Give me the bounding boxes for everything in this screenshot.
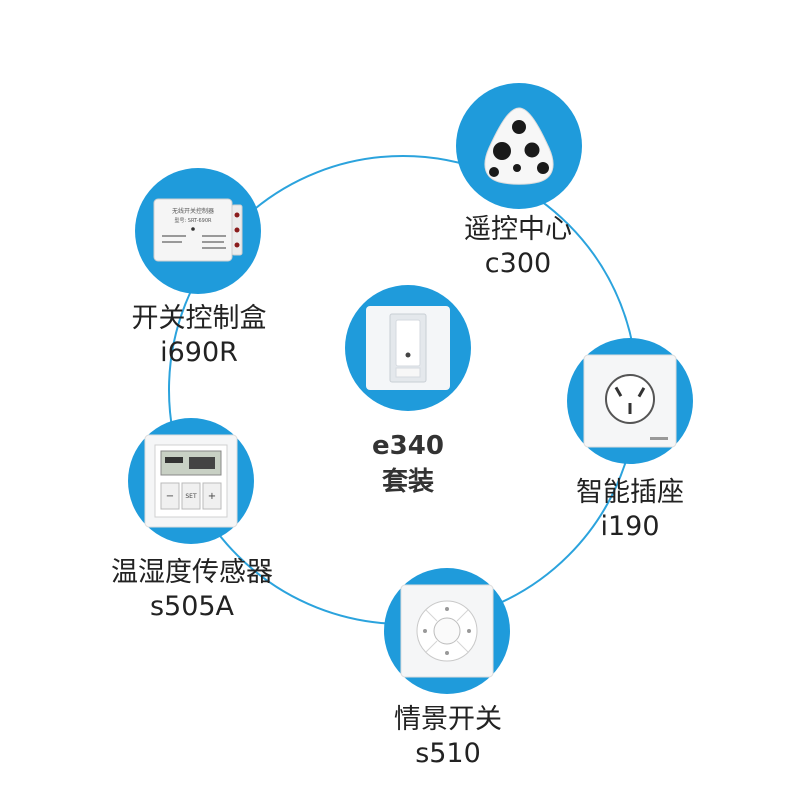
center-title: e340 — [372, 431, 444, 461]
device-name: 情景开关 — [394, 704, 502, 735]
caption-i690R: 开关控制盒 i690R — [132, 302, 267, 370]
caption-i190: 智能插座 i190 — [576, 476, 684, 544]
device-node-i690R: 无线开关控制器 型号: SRT-690R — [135, 168, 261, 294]
device-name: 遥控中心 — [464, 214, 572, 245]
set-label: SET — [185, 493, 197, 500]
device-node-s505A: − SET + — [128, 418, 254, 544]
scene-switch-icon — [400, 584, 494, 678]
device-name: 温湿度传感器 — [111, 557, 273, 588]
device-model: i690R — [160, 337, 238, 368]
center-device-node — [345, 285, 471, 411]
device-model: i190 — [600, 511, 660, 542]
thermostat-panel-icon: − SET + — [144, 434, 238, 528]
device-node-c300 — [456, 83, 582, 209]
device-model: s505A — [149, 591, 235, 622]
caption-s505A: 温湿度传感器 s505A — [111, 556, 273, 624]
device-name: 开关控制盒 — [131, 303, 267, 334]
plus-label: + — [208, 491, 216, 502]
minus-label: − — [166, 491, 174, 502]
smart-socket-icon — [583, 354, 677, 448]
device-node-i190 — [567, 338, 693, 464]
device-model: c300 — [484, 248, 552, 279]
remote-hub-icon — [484, 107, 554, 185]
caption-c300: 遥控中心 c300 — [464, 213, 572, 281]
controller-label-line1: 无线开关控制器 — [172, 207, 214, 215]
center-subtitle: 套装 — [381, 467, 434, 497]
controller-label-line2: 型号: SRT-690R — [175, 217, 213, 224]
caption-s510: 情景开关 s510 — [394, 703, 502, 771]
center-caption: e340 套装 — [372, 428, 444, 500]
control-box-icon: 无线开关控制器 型号: SRT-690R — [153, 198, 243, 262]
device-model: s510 — [415, 738, 481, 769]
wall-switch-icon — [366, 306, 450, 390]
device-node-s510 — [384, 568, 510, 694]
device-name: 智能插座 — [576, 477, 684, 508]
